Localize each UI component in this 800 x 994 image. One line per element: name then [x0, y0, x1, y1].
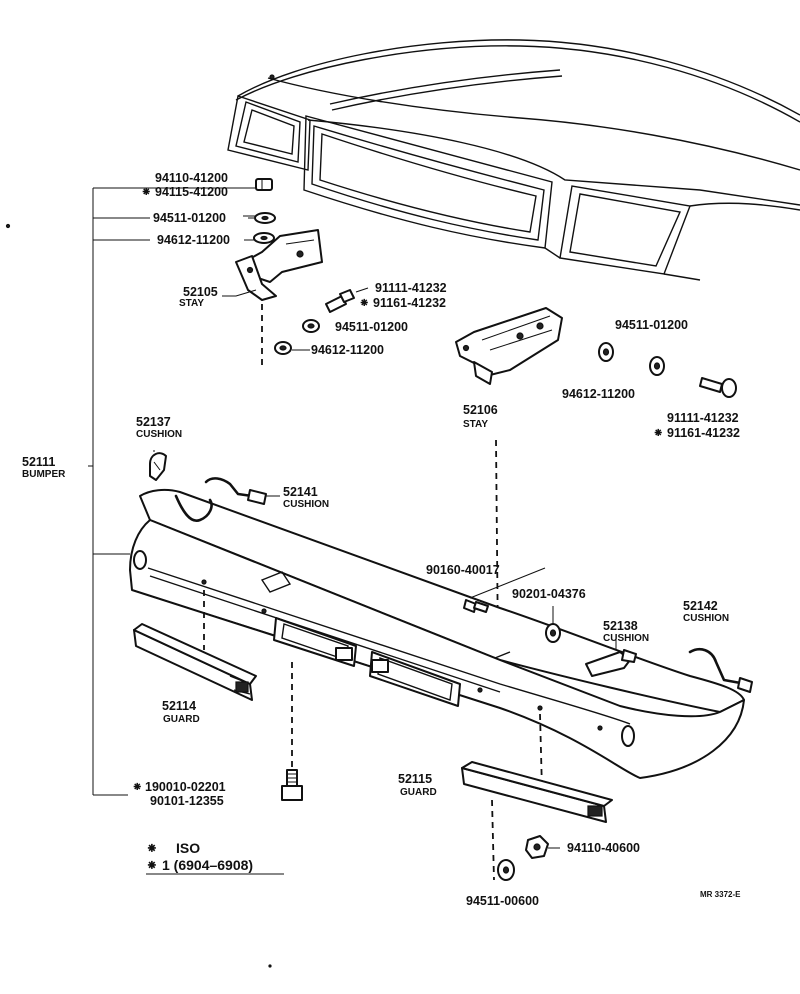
nut-90201-04376 [545, 623, 561, 643]
cushion-52137 [149, 452, 167, 481]
bumper-bracket-line [88, 187, 262, 796]
stay-52106 [455, 307, 563, 651]
bumper-52111 [129, 488, 745, 881]
label-91111-41232-b: 91111-41232 [667, 411, 739, 425]
iso-mark-icon: ⁕ [141, 185, 151, 199]
label-52142: 52142 [683, 599, 718, 613]
label-94511-01200-b: 94511-01200 [335, 320, 408, 334]
label-52111-bumper: BUMPER [22, 469, 66, 480]
label-52141: 52141 [283, 485, 318, 499]
stay-52105 [235, 229, 323, 368]
label-94110-40600: 94110-40600 [567, 841, 640, 855]
iso-mark-icon: ⁕ [653, 426, 663, 440]
label-90201-04376: 90201-04376 [512, 587, 586, 601]
bolt-91111-41232-b [699, 377, 737, 398]
iso-mark-icon: ⁕ [359, 296, 369, 310]
bolt-90160-40017 [463, 599, 489, 613]
iso-mark-icon: ⁕ [146, 840, 158, 856]
nut-94110-40600 [525, 835, 549, 859]
label-94511-01200-c: 94511-01200 [615, 318, 688, 332]
label-52138: 52138 [603, 619, 638, 633]
guard-52115 [461, 761, 613, 823]
iso-mark-icon: ⁕ [132, 780, 142, 794]
label-52105: 52105 [183, 285, 218, 299]
cushion-52142 [688, 648, 753, 693]
part-labels: 94110-41200 ⁕ 94115-41200 94511-01200 94… [22, 171, 740, 908]
legend-date-range: 1 (6904–6908) [162, 857, 253, 873]
washer-94612-11200-a [253, 232, 275, 244]
washer-94612-11200-c [598, 342, 614, 362]
scan-speck [5, 223, 11, 229]
washer-94511-01200-c [649, 356, 665, 376]
label-91161-41232-b: 91161-41232 [667, 426, 740, 440]
label-91161-41232-a: 91161-41232 [373, 296, 446, 310]
washer-94511-01200-b [302, 319, 320, 333]
guard-52114 [133, 623, 257, 701]
cushion-52141 [174, 477, 267, 522]
label-52115: 52115 [398, 772, 432, 786]
label-94612-11200-c: 94612-11200 [562, 387, 635, 401]
label-52137-cushion: CUSHION [136, 429, 182, 440]
label-90160-40017: 90160-40017 [426, 563, 500, 577]
washer-94511-01200-a [248, 212, 276, 224]
washer-94511-00600 [497, 859, 515, 881]
label-94612-11200-b: 94612-11200 [311, 343, 384, 357]
label-52137: 52137 [136, 415, 171, 429]
bolt-91111-41232-a [325, 287, 369, 313]
label-94110-41200: 94110-41200 [155, 171, 228, 185]
label-94612-11200-a: 94612-11200 [157, 233, 230, 247]
label-52114: 52114 [162, 699, 196, 713]
legend: ⁕ ISO ⁕ 1 (6904–6908) [146, 840, 284, 875]
scan-speck [268, 964, 272, 968]
bolt-90101-12355 [281, 769, 303, 801]
label-91111-41232-a: 91111-41232 [375, 281, 447, 295]
label-52141-cushion: CUSHION [283, 499, 329, 510]
label-190010-02201: 190010-02201 [145, 780, 226, 794]
label-52138-cushion: CUSHION [603, 633, 649, 644]
label-52105-stay: STAY [179, 298, 204, 309]
washer-94612-11200-b [274, 341, 292, 355]
label-52115-guard: GUARD [400, 787, 437, 798]
label-94115-41200: 94115-41200 [155, 185, 228, 199]
catalog-code: MR 3372-E [700, 890, 741, 899]
label-52111: 52111 [22, 455, 55, 469]
legend-iso: ISO [176, 840, 200, 856]
cushion-52138 [585, 649, 637, 677]
label-52142-cushion: CUSHION [683, 613, 729, 624]
label-52114-guard: GUARD [163, 714, 200, 725]
label-52106-stay: STAY [463, 419, 488, 430]
nut-94110-41200 [255, 178, 273, 191]
label-94511-00600: 94511-00600 [466, 894, 539, 908]
iso-mark-icon: ⁕ [146, 857, 158, 873]
car-front-illustration [227, 39, 800, 281]
label-90101-12355: 90101-12355 [150, 794, 224, 808]
label-94511-01200-a: 94511-01200 [153, 211, 226, 225]
label-52106: 52106 [463, 403, 498, 417]
leader-lines [153, 215, 617, 849]
